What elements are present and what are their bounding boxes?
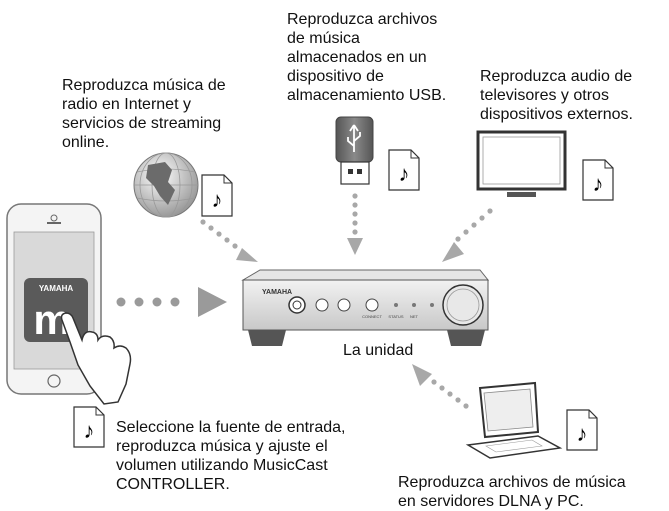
music-file-icon-tv: ♪ — [582, 159, 614, 201]
caption-usb: Reproduzca archivos de música almacenado… — [287, 11, 447, 104]
music-note-icon: ♪ — [399, 161, 410, 186]
unit-status-led — [394, 303, 398, 307]
caption-app: Seleccione la fuente de entrada, reprodu… — [116, 419, 346, 493]
music-note-icon: ♪ — [593, 171, 604, 196]
caption-unit: La unidad — [343, 342, 414, 359]
yamaha-unit: YAMAHA CONNECT STATUS NET — [241, 269, 490, 346]
unit-net-label: NET — [410, 314, 419, 319]
music-file-icon-pc: ♪ — [566, 409, 598, 451]
laptop-icon — [465, 381, 563, 459]
arrow-phone-to-unit — [116, 287, 227, 317]
unit-button-1 — [315, 298, 329, 312]
caption-tv: Reproduzca audio de televisores y otros … — [480, 68, 633, 123]
unit-net-led — [412, 303, 416, 307]
arrow-globe-to-unit — [200, 219, 258, 262]
music-note-icon: ♪ — [212, 187, 223, 212]
unit-volume-knob — [442, 284, 484, 326]
unit-power-button — [288, 296, 306, 314]
music-file-icon-usb: ♪ — [388, 149, 420, 191]
unit-foot-left — [248, 330, 286, 346]
tv-icon — [476, 130, 567, 197]
arrow-tv-to-unit — [442, 208, 493, 262]
arrow-pc-to-unit — [412, 364, 469, 409]
unit-connect-label: CONNECT — [362, 314, 382, 319]
unit-connect-button — [365, 298, 379, 312]
caption-internet: Reproduzca música de radio en Internet y… — [62, 77, 226, 151]
music-file-icon-app: ♪ — [73, 406, 105, 448]
unit-button-2 — [337, 298, 351, 312]
unit-brand-label: YAMAHA — [262, 289, 292, 296]
unit-status-label: STATUS — [388, 314, 404, 319]
arrow-usb-to-unit — [347, 193, 363, 255]
music-note-icon: ♪ — [84, 418, 95, 443]
music-file-icon-globe: ♪ — [201, 174, 233, 217]
app-brand-label: YAMAHA — [39, 284, 74, 293]
music-note-icon: ♪ — [577, 421, 588, 446]
unit-foot-right — [447, 330, 485, 346]
usb-drive-icon — [335, 116, 374, 185]
globe-icon — [133, 152, 199, 218]
unit-bt-led — [430, 303, 434, 307]
hand-icon — [60, 312, 132, 405]
caption-pc: Reproduzca archivos de música en servido… — [398, 474, 626, 510]
